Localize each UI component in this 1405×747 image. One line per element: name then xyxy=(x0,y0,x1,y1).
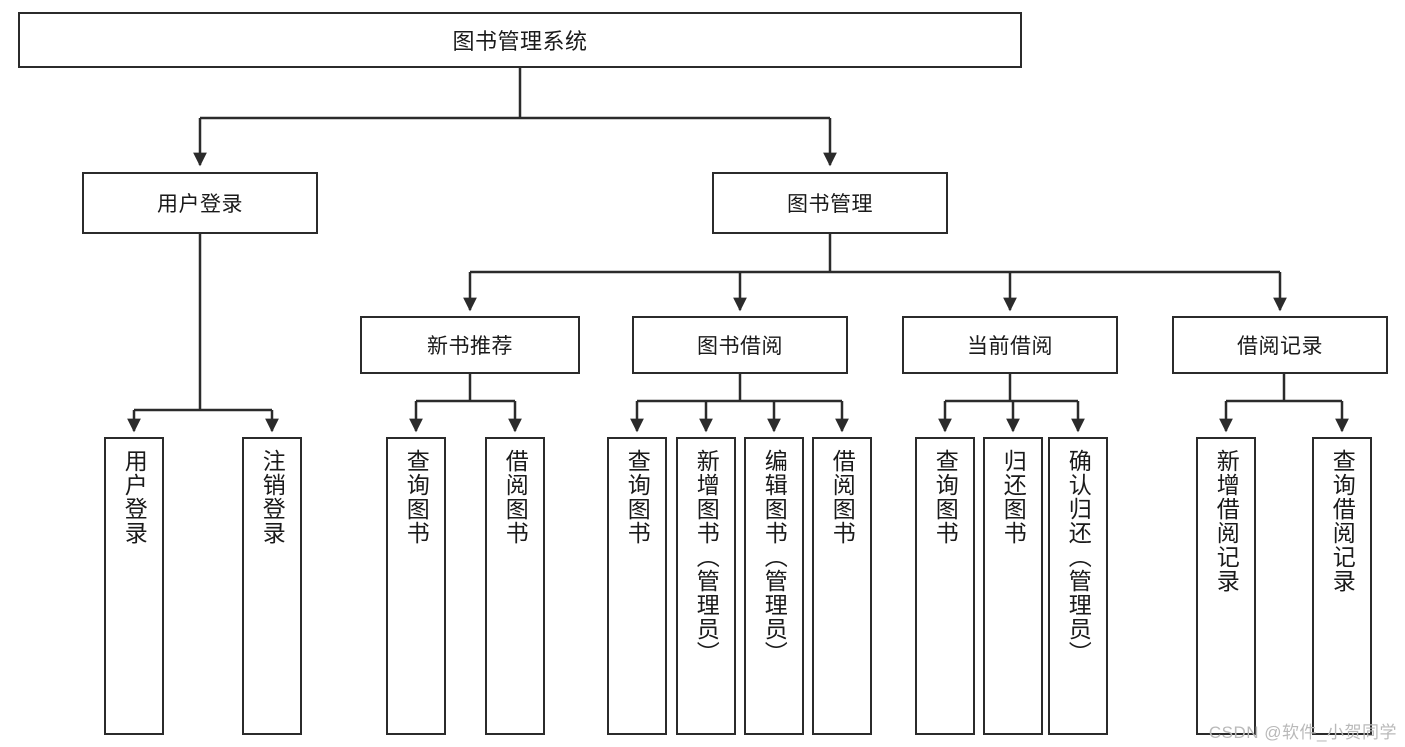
node-leaf-add-record[interactable]: 新增借阅记录 xyxy=(1196,437,1256,735)
node-new-book-recommend[interactable]: 新书推荐 xyxy=(360,316,580,374)
node-leaf-borrow-book-2-label: 借阅图书 xyxy=(829,449,856,545)
node-leaf-borrow-book-2[interactable]: 借阅图书 xyxy=(812,437,872,735)
node-leaf-edit-book[interactable]: 编辑图书（管理员） xyxy=(744,437,804,735)
node-leaf-user-logout-label: 注销登录 xyxy=(259,449,286,545)
node-current-borrow-label: 当前借阅 xyxy=(967,335,1053,358)
node-leaf-borrow-book-1-label: 借阅图书 xyxy=(502,449,529,545)
node-leaf-query-book-1-label: 查询图书 xyxy=(403,449,430,545)
node-leaf-user-logout[interactable]: 注销登录 xyxy=(242,437,302,735)
node-leaf-add-book-label: 新增图书（管理员） xyxy=(693,449,720,665)
node-borrow-record-label: 借阅记录 xyxy=(1237,335,1323,358)
watermark: CSDN @软件_小贺同学 xyxy=(1208,723,1397,742)
node-current-borrow[interactable]: 当前借阅 xyxy=(902,316,1118,374)
node-leaf-query-book-2[interactable]: 查询图书 xyxy=(607,437,667,735)
node-leaf-query-book-2-label: 查询图书 xyxy=(624,449,651,545)
node-book-borrow-label: 图书借阅 xyxy=(697,335,783,358)
node-leaf-query-record-label: 查询借阅记录 xyxy=(1329,449,1356,593)
node-new-book-recommend-label: 新书推荐 xyxy=(427,335,513,358)
node-root[interactable]: 图书管理系统 xyxy=(18,12,1022,68)
node-leaf-user-login-label: 用户登录 xyxy=(121,449,148,545)
node-leaf-user-login[interactable]: 用户登录 xyxy=(104,437,164,735)
node-leaf-confirm-return[interactable]: 确认归还（管理员） xyxy=(1048,437,1108,735)
node-borrow-record[interactable]: 借阅记录 xyxy=(1172,316,1388,374)
node-book-management[interactable]: 图书管理 xyxy=(712,172,948,234)
node-leaf-query-book-1[interactable]: 查询图书 xyxy=(386,437,446,735)
node-leaf-confirm-return-label: 确认归还（管理员） xyxy=(1065,449,1092,665)
node-user-login-label: 用户登录 xyxy=(157,193,243,216)
node-leaf-return-book-label: 归还图书 xyxy=(1000,449,1027,545)
node-leaf-add-book[interactable]: 新增图书（管理员） xyxy=(676,437,736,735)
node-root-label: 图书管理系统 xyxy=(452,29,588,54)
node-user-login[interactable]: 用户登录 xyxy=(82,172,318,234)
node-leaf-borrow-book-1[interactable]: 借阅图书 xyxy=(485,437,545,735)
node-leaf-add-record-label: 新增借阅记录 xyxy=(1213,449,1240,593)
node-book-borrow[interactable]: 图书借阅 xyxy=(632,316,848,374)
node-leaf-return-book[interactable]: 归还图书 xyxy=(983,437,1043,735)
node-leaf-query-book-3-label: 查询图书 xyxy=(932,449,959,545)
node-leaf-query-book-3[interactable]: 查询图书 xyxy=(915,437,975,735)
node-leaf-query-record[interactable]: 查询借阅记录 xyxy=(1312,437,1372,735)
node-leaf-edit-book-label: 编辑图书（管理员） xyxy=(761,449,788,665)
node-book-management-label: 图书管理 xyxy=(787,193,873,216)
